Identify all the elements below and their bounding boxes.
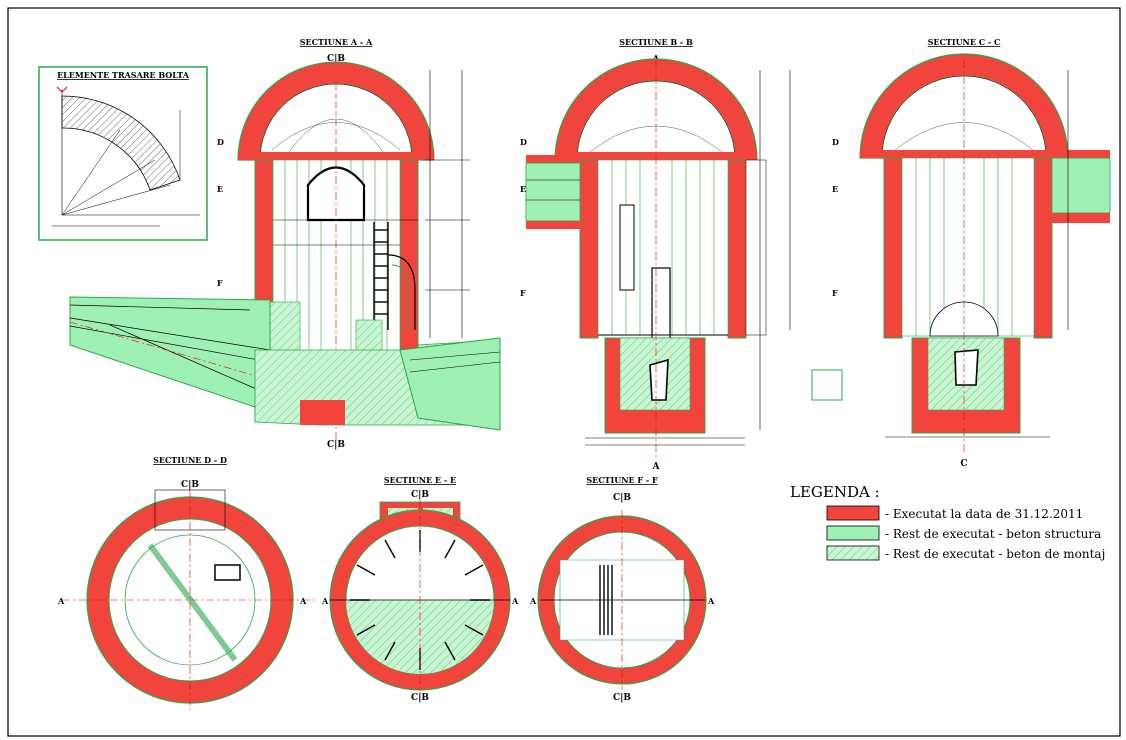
- cut-mark-a-bottom: A: [652, 462, 661, 472]
- section-d-d-title: SECTIUNE D - D: [153, 455, 227, 465]
- ff-mark-top: C|B: [613, 493, 631, 503]
- cut-mark-top: C|B: [327, 54, 345, 64]
- mark-e-aa: E: [217, 184, 223, 194]
- ff-mark-bottom: C|B: [613, 693, 631, 703]
- section-b-b-title: SECTIUNE B - B: [619, 37, 693, 47]
- legend-swatch-montaj: [826, 545, 880, 561]
- legend-swatch-executed: [826, 505, 880, 521]
- ee-mark-right: A: [511, 596, 519, 606]
- legend-item-structure: - Rest de executat - beton structura: [885, 527, 1101, 541]
- mark-e-cc: E: [832, 184, 838, 194]
- inset-vault-layout: ELEMENTE TRASARE BOLTA: [38, 66, 208, 241]
- inset-title: ELEMENTE TRASARE BOLTA: [57, 70, 190, 80]
- cut-mark-c-bottom: C: [960, 459, 967, 469]
- section-f-f: SECTIUNE F - F C|B A A C|B: [529, 475, 715, 703]
- mark-d-cc: D: [832, 137, 839, 147]
- ff-mark-left: A: [529, 596, 537, 606]
- ee-mark-bottom: C|B: [411, 693, 429, 703]
- dd-mark-left: A: [57, 596, 65, 606]
- legend-title: LEGENDA :: [790, 483, 880, 501]
- dd-mark-top: C|B: [181, 480, 199, 490]
- section-c-c: SECTIUNE C - C A C: [859, 37, 1111, 469]
- legend: LEGENDA : - Executat la data de 31.12.20…: [790, 483, 1105, 561]
- mark-d-aa: D: [217, 137, 224, 147]
- mark-e-bb: E: [520, 184, 526, 194]
- section-c-c-title: SECTIUNE C - C: [928, 37, 1001, 47]
- section-e-e: SECTIUNE E - E C|B A A C|B: [321, 475, 519, 703]
- ee-mark-top: C|B: [411, 490, 429, 500]
- ee-mark-left: A: [321, 596, 329, 606]
- mark-f-aa: F: [217, 278, 223, 288]
- sheet-border: [7, 7, 1121, 737]
- section-a-a-title: SECTIUNE A - A: [300, 37, 373, 47]
- section-b-b: SECTIUNE B - B A A: [525, 37, 843, 472]
- mark-d-bb: D: [520, 137, 527, 147]
- level-marks: D E F D E F D E F: [217, 137, 839, 298]
- legend-swatch-structure: [826, 525, 880, 541]
- legend-item-executed: - Executat la data de 31.12.2011: [885, 507, 1083, 521]
- mark-f-cc: F: [832, 288, 838, 298]
- section-e-e-title: SECTIUNE E - E: [384, 475, 456, 485]
- section-d-d: SECTIUNE D - D C|B A A: [57, 455, 318, 710]
- cut-mark-bottom: C|B: [327, 440, 345, 450]
- ff-mark-right: A: [707, 596, 715, 606]
- dd-mark-right: A: [299, 596, 307, 606]
- section-f-f-title: SECTIUNE F - F: [586, 475, 658, 485]
- mark-f-bb: F: [520, 288, 526, 298]
- legend-item-montaj: - Rest de executat - beton de montaj: [885, 547, 1105, 561]
- section-a-a: SECTIUNE A - A C|B: [69, 37, 501, 450]
